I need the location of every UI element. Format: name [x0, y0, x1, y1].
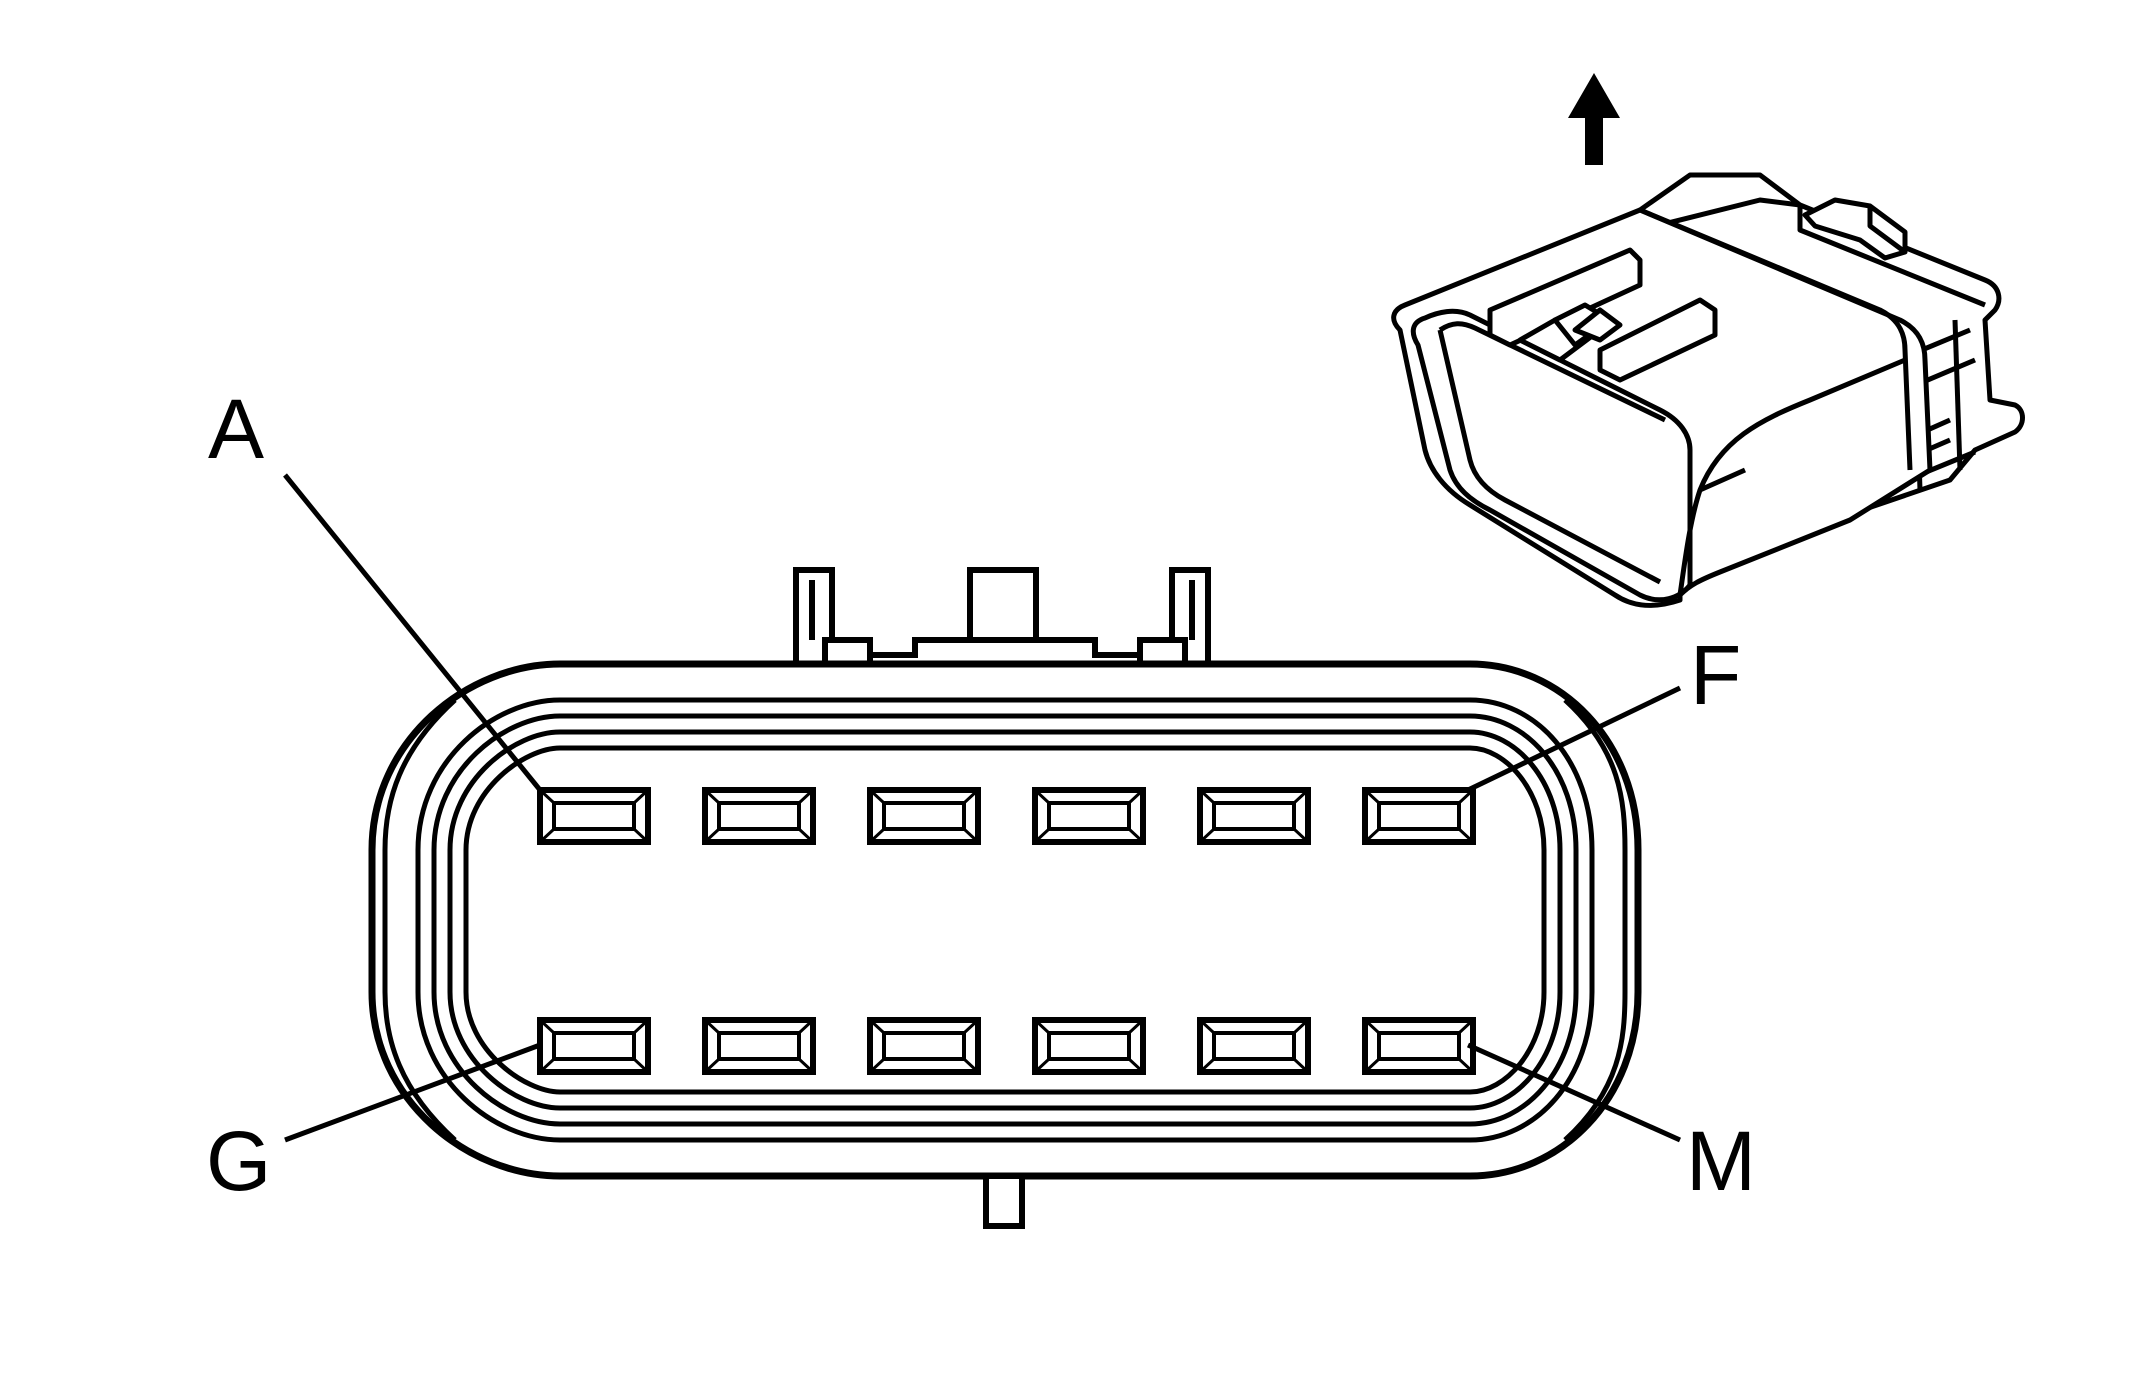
- leader-line-f: [1466, 685, 1682, 793]
- pin-cavity: [1032, 1017, 1146, 1075]
- connector-mouth: [1410, 308, 1693, 603]
- callout-g: G: [206, 1114, 271, 1208]
- callout-m: M: [1686, 1114, 1756, 1208]
- callout-a: A: [208, 382, 264, 476]
- leader-line-a: [283, 473, 542, 792]
- pin-cavity: [702, 787, 816, 845]
- connector-face-view: A F G M: [206, 382, 1756, 1229]
- pin-cavity: [1197, 1017, 1311, 1075]
- interior-latch: [1487, 247, 1718, 383]
- callout-f: F: [1690, 628, 1741, 722]
- pin-callouts: A F G M: [206, 382, 1756, 1208]
- pin-cavity: [537, 1017, 651, 1075]
- outer-housing: [368, 660, 1642, 1180]
- pin-cavity: [702, 1017, 816, 1075]
- leader-line-m: [1466, 1042, 1682, 1143]
- seal-rings: [415, 697, 1595, 1143]
- pin-cavities: [537, 787, 1476, 1075]
- bottom-key: [983, 1173, 1025, 1229]
- leader-lines: [283, 473, 1682, 1143]
- pin-cavity: [867, 787, 981, 845]
- pin-cavity: [867, 1017, 981, 1075]
- connector-perspective-view: [1391, 73, 2025, 608]
- leader-line-g: [284, 1042, 541, 1143]
- pin-cavity: [1362, 1017, 1476, 1075]
- top-latch: [793, 567, 1211, 673]
- right-side-guide: [1563, 698, 1628, 1142]
- pin-cavity: [1362, 787, 1476, 845]
- pin-cavity: [1197, 787, 1311, 845]
- pin-cavity: [1032, 787, 1146, 845]
- up-arrow-icon: [1568, 73, 1620, 165]
- pin-cavity: [537, 787, 651, 845]
